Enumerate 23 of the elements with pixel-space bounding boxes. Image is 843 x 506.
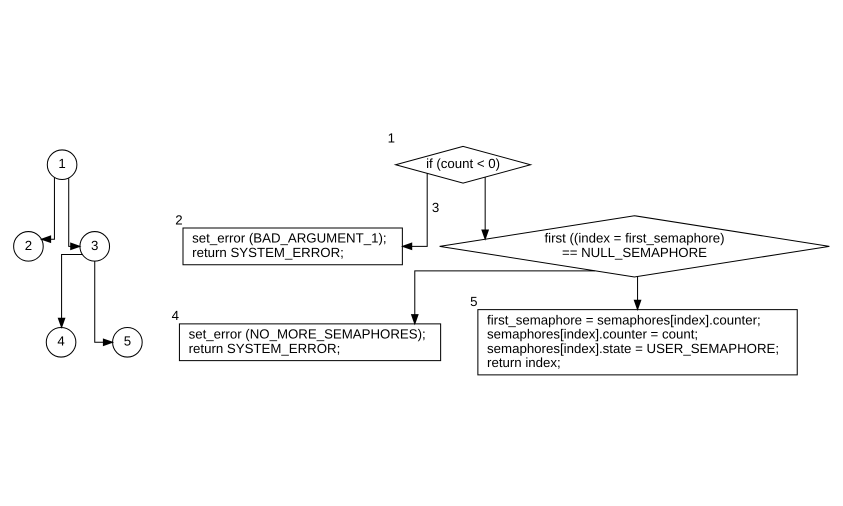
node-label: 4	[172, 308, 180, 323]
node-label: 1	[388, 130, 396, 146]
arrow	[40, 177, 55, 243]
arrow	[68, 178, 82, 250]
arrow	[634, 276, 642, 310]
node-box: set_error (NO_MORE_SEMAPHORES); return SYSTEM_ERROR;	[178, 322, 442, 361]
node-circle: 1	[46, 148, 78, 180]
node-diamond: if (count < 0)	[394, 145, 532, 184]
arrow	[400, 172, 428, 250]
node-label: 5	[470, 293, 478, 308]
node-circle: 2	[13, 230, 44, 262]
node-circle: 4	[46, 326, 76, 358]
arrow	[481, 176, 490, 240]
arrow	[58, 254, 82, 328]
node-diamond: first ((index = first_semaphore) == NULL_SEMAPHORE	[439, 214, 830, 277]
node-label: 2	[175, 212, 183, 227]
arrow	[410, 270, 596, 325]
node-circle: 3	[79, 230, 110, 262]
node-circle: 5	[112, 326, 143, 358]
arrow	[94, 260, 114, 346]
node-label: 3	[432, 200, 440, 215]
node-box: first_semaphore = semaphores[index].counter; semaphores[index].counter = count; semaphores[index].state = USER_SEMAPHORE; return index;	[477, 308, 798, 375]
node-box: set_error (BAD_ARGUMENT_1); return SYSTEM_ERROR;	[182, 226, 403, 265]
